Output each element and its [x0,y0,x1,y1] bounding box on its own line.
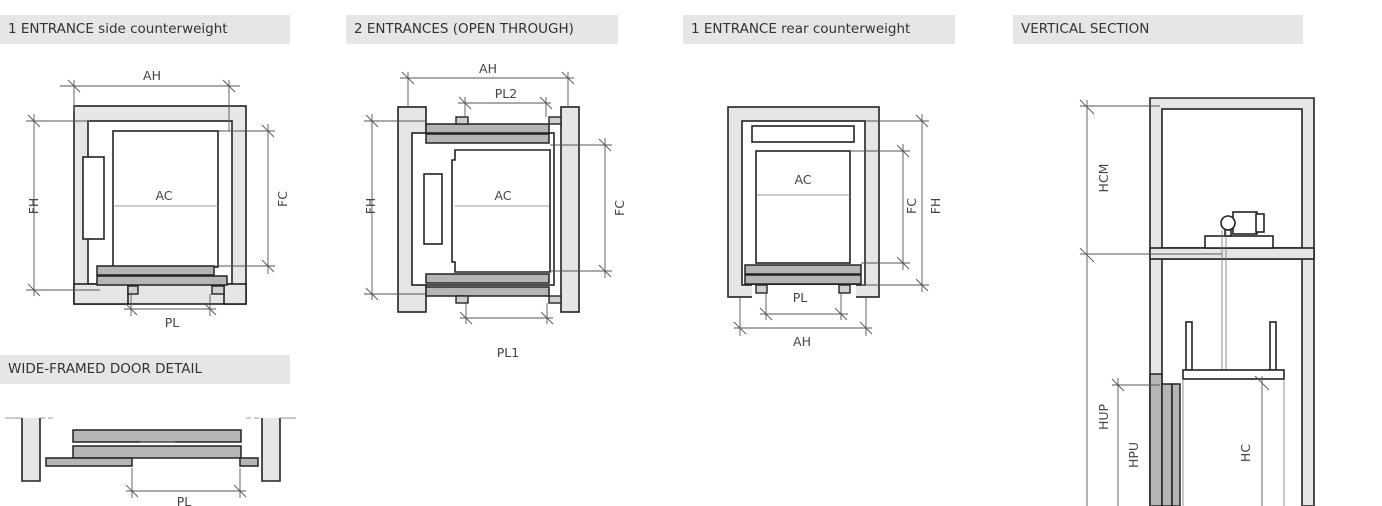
bottom-door-outer [425,286,550,297]
frame-wall-left [21,418,41,482]
label-fc: FC [904,198,919,214]
label-fh: FH [26,198,41,215]
landing-door [1149,373,1163,506]
machine-base [1204,235,1274,249]
door-panel-inner [744,264,862,275]
diagram-side-counterweight: AH AC FH FC PL [26,68,290,330]
counterweight [751,125,855,143]
label-pl: PL [793,290,808,305]
label-pl2: PL2 [495,86,517,101]
label-fh: FH [928,198,943,215]
front-wall-right [223,283,247,305]
label-hcm: HCM [1096,164,1111,193]
diagram-vertical-section: HCM HUP HPU HC [1079,97,1315,506]
label-ah: AH [479,61,497,76]
label-hup: HUP [1096,403,1111,430]
label-fh: FH [363,198,378,215]
label-pl: PL [177,494,192,506]
sheave [1220,215,1236,231]
diagram-open-through: AH PL2 AC FH FC PL1 [363,61,627,360]
counterweight [82,156,105,240]
label-ac: AC [155,188,172,203]
header-wide-framed-door: WIDE-FRAMED DOOR DETAIL [0,355,290,384]
door-panel-outer [744,274,862,285]
top-door-inner [425,133,550,144]
label-hpu: HPU [1126,442,1141,468]
motor [1232,211,1258,235]
label-ah: AH [793,334,811,349]
car-top [1182,369,1285,380]
top-door-outer [425,123,550,134]
header-open-through: 2 ENTRANCES (OPEN THROUGH) [346,15,618,44]
header-rear-counterweight: 1 ENTRANCE rear counterweight [683,15,955,44]
car-cabin [451,149,551,273]
label-pl1: PL1 [497,345,519,360]
label-ac: AC [794,172,811,187]
car-cabin [755,150,851,264]
door-sill-right [211,285,225,295]
header-side-counterweight: 1 ENTRANCE side counterweight [0,15,290,44]
label-fc: FC [612,200,627,216]
frame-wall-right [261,418,281,482]
door-panel-outer [96,275,228,286]
front-wall-left [73,283,129,305]
shaft-wall-right [560,106,580,313]
label-ah: AH [143,68,161,83]
door-panel-inner [96,265,215,276]
car-door [1161,383,1173,506]
diagram-wide-framed-door: PL [5,417,296,506]
machine-room-floor [1149,247,1315,260]
diagram-rear-counterweight: AC FC FH PL AH [727,106,943,349]
label-fc: FC [275,191,290,207]
door-panel-outer [72,429,242,443]
label-hc: HC [1238,444,1253,462]
door-panel-inner [72,445,242,459]
bottom-door-inner [425,273,550,284]
label-ac: AC [494,188,511,203]
door-panel-left [45,457,133,467]
counterweight [423,173,443,245]
label-pl: PL [165,315,180,330]
header-vertical-section: VERTICAL SECTION [1013,15,1303,44]
car-cabin [112,130,219,268]
door-sill-left [127,285,139,295]
